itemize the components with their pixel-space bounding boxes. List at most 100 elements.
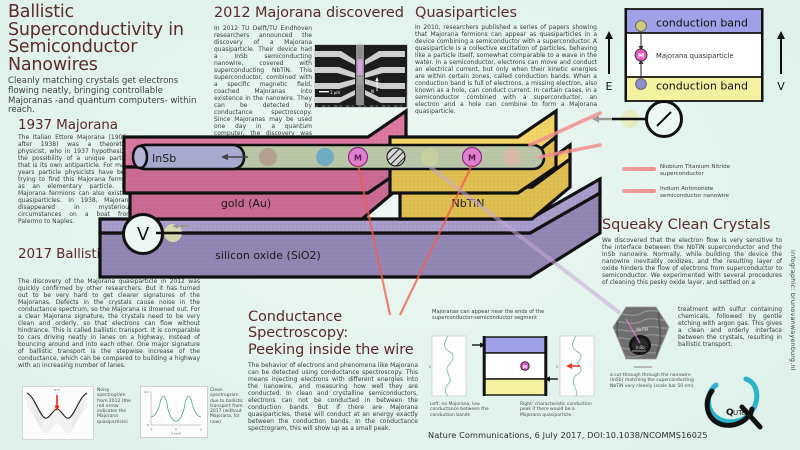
particle-dot xyxy=(503,148,521,166)
svg-text:0.1: 0.1 xyxy=(144,390,149,394)
insb-nanowire: InSb M M xyxy=(131,143,546,171)
particle-dot xyxy=(421,148,439,166)
svg-text:2: 2 xyxy=(200,428,202,432)
legend-swatch-insb xyxy=(622,189,656,193)
band-diagram: M conduction band conduction band Majora… xyxy=(600,4,796,110)
electron-dot-top xyxy=(635,20,647,32)
device-3d-svg: silicon oxide (SiO2) gold (Au) NbTiN xyxy=(98,107,622,316)
section-body-2017-wrap: The discovery of the Majorana quasiparti… xyxy=(18,276,200,369)
gauge-meter-top[interactable] xyxy=(645,100,683,138)
right-lead-svg xyxy=(592,110,648,128)
section-body-squeaky-right: treatment with sulfur containing chemica… xyxy=(678,306,782,348)
noisy-spectrogram-plot: dI/dV xyxy=(23,387,91,437)
right-axis-zero: 0 xyxy=(556,365,558,369)
section-body-2017: The discovery of the Majorana quasiparti… xyxy=(18,278,200,369)
majorana-marker-left: M xyxy=(354,153,362,162)
clean-spectrogram-plot: 0.1 0 -2 0 2 V (mV) xyxy=(141,387,205,435)
section-heading-1937: 1937 Majorana xyxy=(18,117,118,133)
particle-dot xyxy=(259,148,277,166)
left-spectrum-trace xyxy=(444,335,454,397)
scale-bar xyxy=(634,366,652,368)
mini-majorana-dot xyxy=(520,361,530,371)
top-conduction-band xyxy=(627,9,761,33)
section-body-conductance: The behavior of electrons and phenomena … xyxy=(248,361,418,432)
watermark-credit: infographic: brunovanwayenburg.nl xyxy=(789,250,797,371)
photo-label-insb: InSb xyxy=(636,345,645,350)
section-body-1937: The Italian Ettore Majorana (1906 - afte… xyxy=(18,134,132,225)
wire-end-cap xyxy=(131,144,149,170)
svg-text:dI/dV: dI/dV xyxy=(54,389,61,392)
page-title: Ballistic Superconductivity in Semicondu… xyxy=(8,2,184,75)
chart-clean-spectrogram: 0.1 0 -2 0 2 V (mV) xyxy=(140,386,208,438)
section-heading-quasiparticles: Quasiparticles xyxy=(415,5,517,21)
logo-text-q: Q xyxy=(726,408,734,418)
majorana-ends-caption: Majoranas can appear near the ends of th… xyxy=(432,309,545,322)
insb-label: InSb xyxy=(152,152,176,165)
page-subtitle: Cleanly matching crystals get electrons … xyxy=(8,76,197,116)
footer-citation: Nature Communications, 6 July 2017, DOI:… xyxy=(428,430,708,440)
section-quasiparticles: Quasiparticles In 2010, researchers publ… xyxy=(415,5,597,115)
svg-text:-2: -2 xyxy=(150,428,153,432)
majorana-band-label: Majorana quasiparticle xyxy=(656,52,734,60)
svg-text:1 µm: 1 µm xyxy=(330,90,340,95)
section-squeaky: Squeaky Clean Crystals We discovered tha… xyxy=(602,217,782,286)
svg-text:N: N xyxy=(371,89,374,94)
nanowire-device-sem-image: 1 µm N xyxy=(314,44,408,108)
hatched-dot xyxy=(386,147,406,167)
title-block: Ballistic Superconductivity in Semicondu… xyxy=(8,2,200,116)
legend-label-nbtin-2: superconductor xyxy=(660,170,704,177)
photo-label-nbtin: NbTiN xyxy=(636,327,648,332)
majorana-ends-diagram: 0 M 0 xyxy=(428,334,598,400)
svg-text:V (mV): V (mV) xyxy=(171,431,181,435)
chart-noisy-spectrogram: dI/dV xyxy=(22,386,94,440)
qutech-logo: Q UTech xyxy=(702,373,770,433)
section-heading-squeaky: Squeaky Clean Crystals xyxy=(602,217,771,233)
caption-crystal-photo: a cut-through through the nanowire (InSb… xyxy=(610,373,694,389)
band-diagram-svg: M conduction band conduction band Majora… xyxy=(605,8,785,102)
gold-label: gold (Au) xyxy=(221,197,271,210)
top-band-label: conduction band xyxy=(656,17,748,30)
device-3d-diagram: silicon oxide (SiO2) gold (Au) NbTiN xyxy=(98,107,670,316)
logo-text-utech: UTech xyxy=(733,409,754,417)
majorana-marker-right: M xyxy=(468,153,476,162)
bottom-band-label: conduction band xyxy=(656,80,748,93)
hole-dot-bottom xyxy=(635,78,647,90)
mini-gap xyxy=(484,352,546,380)
voltage-axis-label: V xyxy=(777,80,785,93)
section-heading-conductance-2: Peeking inside the wire xyxy=(248,342,414,358)
band-gap xyxy=(627,33,761,77)
section-body-squeaky: We discovered that the electron flow is … xyxy=(602,236,782,286)
left-lead-svg xyxy=(156,223,200,242)
majorana-dot xyxy=(634,48,648,62)
mini-band-diagram: M xyxy=(472,336,558,396)
left-spectrum-box xyxy=(431,335,467,397)
svg-text:0: 0 xyxy=(175,428,177,432)
legend-label-nbtin-1: Niobium Titanium Nitride xyxy=(660,164,731,170)
majorana-arrow-marker xyxy=(54,395,60,411)
crystal-cut-through-photo: NbTiN InSb xyxy=(612,305,670,361)
legend-insb: Indium Antimonide semiconductor nanowire xyxy=(622,186,798,199)
right-lead-wire xyxy=(590,108,648,128)
qutech-logo-svg: Q UTech xyxy=(704,376,763,430)
legend-swatch-nbtin xyxy=(622,167,656,171)
left-lead-wire xyxy=(156,221,200,243)
mini-majorana-letter: M xyxy=(523,364,528,370)
particle-dot xyxy=(316,148,334,166)
mini-bottom-band xyxy=(484,378,546,396)
substrate-label: silicon oxide (SiO2) xyxy=(215,249,321,262)
section-body-quasiparticles: In 2010, researchers published a series … xyxy=(415,23,597,115)
section-heading-2012: 2012 Majorana discovered xyxy=(214,5,404,21)
electron-flow-arrow xyxy=(221,153,248,161)
section-majorana-2012: 2012 Majorana discovered xyxy=(214,5,410,158)
legend-label-insb-1: Indium Antimonide xyxy=(660,186,714,192)
majorana-marker-letter: M xyxy=(638,52,644,60)
crystal-sem-illustration: NbTiN InSb xyxy=(612,306,670,360)
energy-axis-label: E xyxy=(606,80,613,93)
svg-text:0: 0 xyxy=(147,423,149,427)
legend-pointer-lines xyxy=(528,111,602,159)
section-conductance: Conductance Spectroscopy: Peeking inside… xyxy=(248,309,418,432)
left-axis-zero: 0 xyxy=(429,365,431,369)
caption-clean-spectrogram: Clean spectrogram due to ballistic trans… xyxy=(210,388,244,425)
sem-device-illustration: 1 µm N xyxy=(315,45,405,105)
voltmeter-label: V xyxy=(136,223,150,245)
